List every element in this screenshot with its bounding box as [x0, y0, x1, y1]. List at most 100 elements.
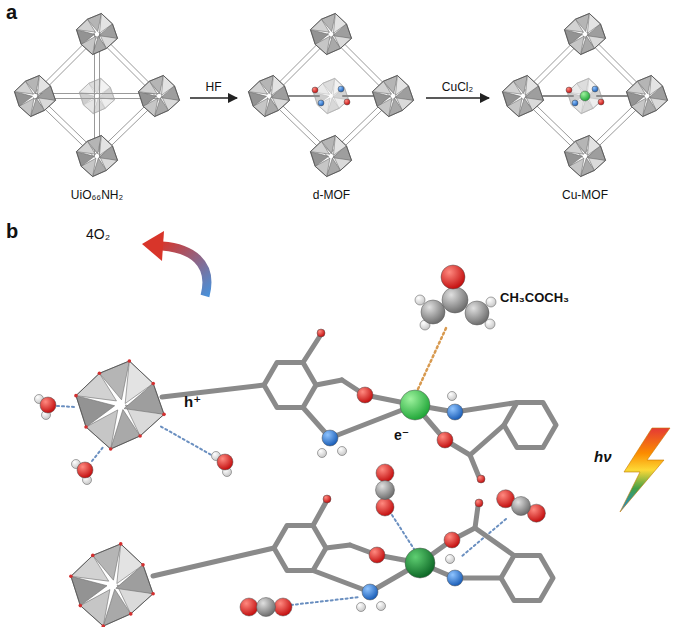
bond-stick — [303, 336, 320, 362]
reagent-label: HF — [204, 81, 224, 95]
mof-framework — [502, 13, 667, 176]
oxygen-atom — [566, 87, 572, 93]
oxygen-dot — [69, 574, 73, 578]
water-oxygen — [217, 454, 233, 470]
cu-mof-water-fragment — [35, 231, 557, 485]
zr-cluster — [626, 75, 667, 116]
nitrogen-atom — [362, 584, 378, 600]
carbonyl-oxygen — [323, 495, 331, 503]
linker-line — [525, 36, 587, 98]
nitrogen-atom — [447, 404, 463, 420]
mof-framework — [248, 13, 413, 176]
carbonyl-oxygen — [475, 499, 483, 507]
oxygen-dot — [162, 413, 166, 417]
structure-panel: UiO₆₆NH₂ — [5, 4, 189, 202]
bond-stick — [316, 380, 342, 385]
zr-cluster — [372, 75, 413, 116]
bond-stick — [475, 506, 478, 528]
carbonyl-oxygen — [317, 329, 325, 337]
panel-b-art — [35, 231, 671, 627]
acetone-molecule — [415, 265, 496, 330]
bond-stick — [326, 545, 350, 548]
carbon-atom — [376, 481, 395, 500]
linker-line — [37, 94, 99, 154]
adsorption-line — [291, 597, 360, 605]
cluster-facet — [124, 383, 164, 414]
cluster-outline — [138, 75, 179, 116]
carbon-atom — [421, 300, 445, 324]
hydrogen-atom — [318, 449, 327, 458]
oxygen-release-arrow — [162, 246, 207, 296]
linker-line — [37, 36, 99, 98]
water-oxygen — [77, 462, 93, 478]
light-bolt — [620, 428, 670, 512]
panel-a-art — [14, 13, 667, 176]
reaction-arrow — [426, 97, 489, 99]
structure-label: d-MOF — [310, 188, 353, 202]
oxygen-dot — [128, 359, 132, 363]
reagent-label: CuCl₂ — [440, 81, 475, 95]
annotation-label: CH₃COCH₃ — [500, 291, 569, 306]
oxygen-dot — [119, 542, 123, 546]
cluster-outline — [564, 13, 605, 54]
oxygen-dot — [74, 394, 78, 398]
oxygen-dot — [84, 425, 88, 429]
carbon-atom — [512, 497, 531, 516]
hydrogen-bond — [92, 446, 104, 461]
structure-label: Cu-MOF — [559, 188, 611, 202]
zr-cluster — [502, 75, 543, 116]
annotation-label: hν — [594, 448, 612, 465]
linker-line — [597, 95, 627, 97]
nitrogen-atom — [338, 86, 344, 92]
reaction-arrow — [190, 97, 237, 99]
zr-cluster — [69, 542, 155, 627]
carbon-atom — [442, 287, 468, 313]
zr-cluster — [74, 359, 166, 451]
copper-atom — [580, 91, 590, 101]
cluster-outline — [310, 13, 351, 54]
zr-cluster — [79, 78, 114, 113]
cu-mof-co2-fragment — [69, 428, 670, 627]
mof-framework — [14, 13, 179, 176]
structure-panel: d-MOF — [238, 4, 425, 202]
linker-line — [587, 32, 649, 94]
linker-line — [587, 98, 649, 158]
bond-stick — [475, 528, 514, 555]
nitrogen-atom — [318, 100, 324, 106]
nitrogen-atom — [572, 100, 578, 106]
hydrogen-bond — [160, 426, 215, 457]
linker-line — [289, 95, 319, 97]
benzene-ring — [501, 555, 553, 600]
zr-cluster — [564, 135, 605, 176]
water-oxygen — [40, 397, 56, 413]
benzene-ring — [504, 402, 556, 447]
bond-stick — [470, 425, 504, 455]
zr-cluster — [14, 75, 55, 116]
oxygen-atom — [312, 87, 318, 93]
linker-line — [271, 36, 333, 98]
cluster-outline — [310, 135, 351, 176]
linker-line — [333, 32, 395, 94]
bond-stick — [162, 385, 264, 397]
annotation-label: h⁺ — [184, 393, 201, 410]
linker-line — [271, 94, 333, 154]
benzene-ring — [264, 362, 316, 407]
oxygen-atom — [376, 464, 394, 482]
structure-panel: Cu-MOF — [490, 4, 680, 202]
carbonyl-oxygen — [477, 475, 485, 483]
oxygen-dot — [151, 382, 155, 386]
zr-cluster — [310, 13, 351, 54]
zr-cluster — [76, 13, 117, 54]
carbon-atom — [257, 598, 276, 617]
zr-cluster — [248, 75, 289, 116]
bond-stick — [470, 455, 479, 477]
cluster-outline — [502, 75, 543, 116]
oxygen-dot — [98, 371, 102, 375]
cluster-outline — [79, 78, 114, 113]
oxygen-dot — [109, 447, 113, 451]
oxygen-atom — [444, 532, 460, 548]
oxygen-atom — [369, 547, 385, 563]
